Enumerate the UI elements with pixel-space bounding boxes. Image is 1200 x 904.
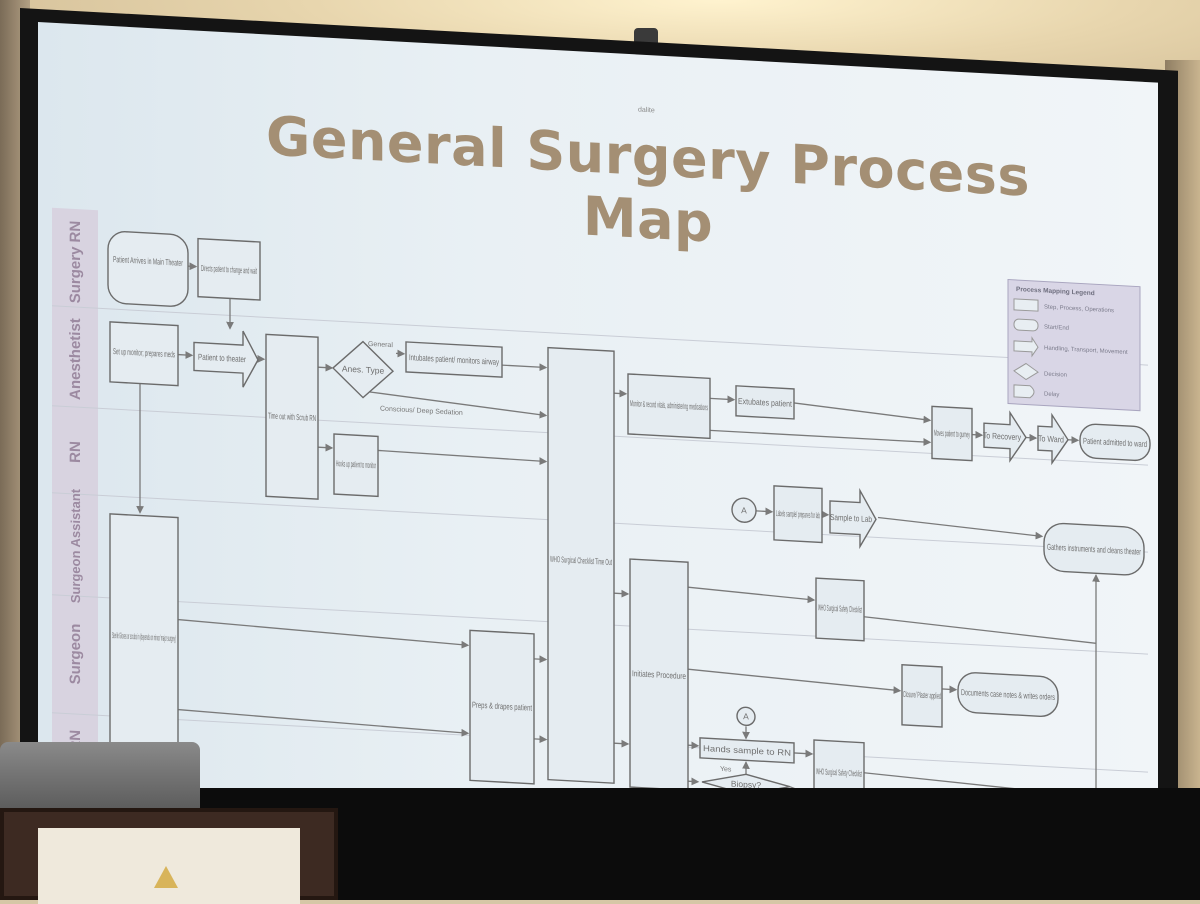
lane-label-anesthetist: Anesthetist (67, 318, 84, 401)
node-to-recovery-label: To Recovery (983, 430, 1022, 442)
node-connector-a-2-label: A (743, 711, 749, 721)
projection-screen: dalite General Surgery Process Map Surge… (38, 22, 1158, 868)
legend-item-start-end: Start/End (1044, 324, 1069, 331)
lane-label-surgery-rn: Surgery RN (67, 220, 84, 303)
edge-label-yes: Yes (720, 766, 732, 774)
legend-item-decision: Decision (1044, 371, 1067, 378)
lane-label-surgeon: Surgeon (67, 623, 84, 685)
edge-label-conscious: Conscious/ Deep Sedation (380, 406, 463, 417)
lane-label-rn: RN (67, 441, 84, 464)
node-to-ward-label: To Ward (1038, 433, 1064, 444)
node-connector-a-label: A (741, 505, 747, 515)
legend-item-delay: Delay (1044, 391, 1059, 398)
edge-label-general: General (368, 341, 393, 349)
podium-logo-icon (154, 866, 178, 888)
node-closure-label: Closure/ Plaster applied (903, 689, 941, 701)
lane-label-surgeon-assistant: Surgeon Assistant (68, 488, 83, 604)
legend-start-end-icon (1014, 319, 1038, 331)
node-patient-arrives (108, 231, 188, 307)
podium (0, 808, 338, 900)
laptop (0, 742, 200, 808)
legend: Process Mapping Legend Step, Process, Op… (1008, 280, 1140, 411)
process-map: Surgery RN Anesthetist RN Surgeon Assist… (38, 22, 1158, 868)
node-moves-patient-label: Moves patient to gurney (934, 428, 970, 440)
legend-delay-icon (1014, 385, 1034, 398)
node-hooks-up-label: Hooks up patient to monitor (336, 458, 376, 470)
legend-step-icon (1014, 299, 1038, 311)
